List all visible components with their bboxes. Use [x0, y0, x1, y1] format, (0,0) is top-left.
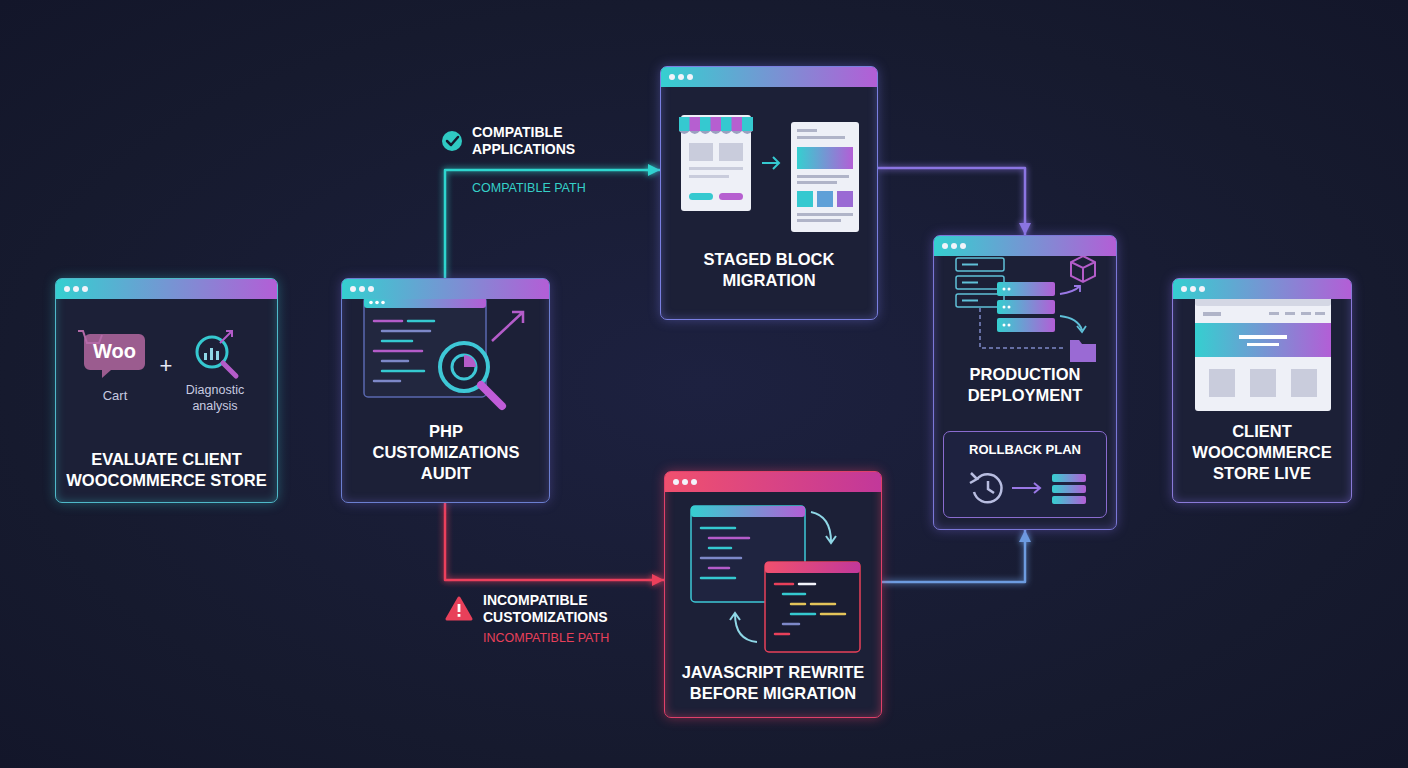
window-dot: [1199, 286, 1205, 292]
node-text: +: [155, 355, 177, 377]
path-label: COMPATIBLE PATH: [472, 181, 586, 195]
flow-arrow: [445, 503, 664, 580]
window-dot: [82, 286, 88, 292]
check-icon: [442, 131, 462, 151]
path-label: INCOMPATIBLE PATH: [483, 631, 609, 645]
text-slot: Woo: [88, 339, 141, 363]
node-text: Woo: [88, 339, 141, 363]
window-dot: [669, 74, 675, 80]
text-slot: PRODUCTION DEPLOYMENT: [940, 364, 1110, 406]
node-heading: EVALUATE CLIENT WOOCOMMERCE STORE: [62, 449, 271, 491]
window-box: Woo + Cart Diagnostic analysisEVALUATE CLIE…: [55, 278, 278, 503]
node-heading: PHP CUSTOMIZATIONS AUDIT: [357, 421, 535, 484]
window-titlebar: [661, 67, 877, 87]
text-slot: ROLLBACK PLAN: [948, 442, 1102, 458]
node-heading: JAVASCRIPT REWRITE BEFORE MIGRATION: [673, 662, 873, 704]
text-slot: PHP CUSTOMIZATIONS AUDIT: [357, 421, 535, 484]
window-dot: [350, 286, 356, 292]
node-text: Cart: [83, 388, 147, 404]
window-box: PHP CUSTOMIZATIONS AUDIT: [341, 278, 550, 503]
window-box: CLIENT WOOCOMMERCE STORE LIVE: [1172, 278, 1352, 503]
flow-arrow: [878, 168, 1025, 235]
window-titlebar: [342, 279, 549, 299]
window-dot: [368, 286, 374, 292]
window-dot: [1190, 286, 1196, 292]
text-slot: Cart: [83, 388, 147, 404]
text-slot: Diagnostic analysis: [168, 383, 262, 414]
window-dot: [64, 286, 70, 292]
window-dot: [691, 479, 697, 485]
window-dot: [960, 243, 966, 249]
window-dot: [673, 479, 679, 485]
window-dot: [951, 243, 957, 249]
window-dot: [73, 286, 79, 292]
node-text: ROLLBACK PLAN: [948, 442, 1102, 458]
flow-arrow: [767, 320, 770, 471]
node-heading: CLIENT WOOCOMMERCE STORE LIVE: [1178, 421, 1346, 484]
text-slot: JAVASCRIPT REWRITE BEFORE MIGRATION: [673, 662, 873, 704]
text-slot: STAGED BLOCK MIGRATION: [669, 249, 869, 291]
window-titlebar: [934, 236, 1116, 256]
window-box: JAVASCRIPT REWRITE BEFORE MIGRATION: [664, 471, 882, 718]
window-dot: [942, 243, 948, 249]
text-slot: EVALUATE CLIENT WOOCOMMERCE STORE: [62, 449, 271, 491]
inner-box: ROLLBACK PLAN: [943, 431, 1107, 518]
flow-arrow: [1117, 382, 1172, 385]
flow-arrow: [882, 530, 1025, 582]
window-box: STAGED BLOCK MIGRATION: [660, 66, 878, 320]
edge-label: COMPATIBLE APPLICATIONS: [472, 124, 597, 158]
node-text: Diagnostic analysis: [168, 383, 262, 414]
window-dot: [359, 286, 365, 292]
text-slot: CLIENT WOOCOMMERCE STORE LIVE: [1178, 421, 1346, 484]
node-heading: STAGED BLOCK MIGRATION: [669, 249, 869, 291]
text-slot: +: [155, 355, 177, 377]
edge-label: INCOMPATIBLE CUSTOMIZATIONS: [483, 592, 628, 626]
code-rewrite-icon: [665, 472, 883, 719]
window-titlebar: [665, 472, 881, 492]
window-dot: [1181, 286, 1187, 292]
store-evaluation-icons: [56, 279, 279, 504]
window-dot: [687, 74, 693, 80]
window-titlebar: [1173, 279, 1351, 299]
flow-arrow: [445, 170, 660, 278]
warning-icon: [447, 598, 471, 619]
flow-arrow: [278, 382, 341, 385]
window-titlebar: [56, 279, 277, 299]
window-dot: [682, 479, 688, 485]
window-dot: [678, 74, 684, 80]
window-box: PRODUCTION DEPLOYMENT ROLLBACK PLAN: [933, 235, 1117, 530]
node-heading: PRODUCTION DEPLOYMENT: [940, 364, 1110, 406]
